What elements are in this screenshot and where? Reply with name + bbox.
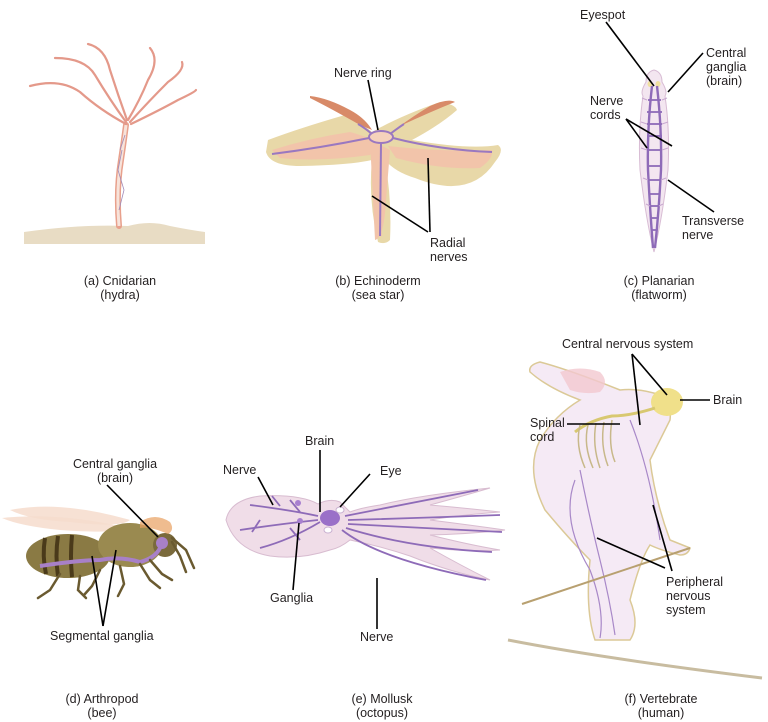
caption-f: (f) Vertebrate (human) xyxy=(581,692,741,720)
caption-line: (b) Echinoderm xyxy=(335,274,421,288)
label-nerve-octopus-upper: Nerve xyxy=(223,463,257,477)
label-line: (brain) xyxy=(706,74,743,88)
hydra-illustration xyxy=(24,42,205,244)
label-peripheral-nervous-system: Peripheral nervous system xyxy=(666,575,723,617)
label-line: Nerve xyxy=(590,94,624,108)
caption-d: (d) Arthropod (bee) xyxy=(22,692,182,720)
caption-line: (e) Mollusk xyxy=(351,692,413,706)
caption-line: (a) Cnidarian xyxy=(83,274,157,288)
caption-b: (b) Echinoderm (sea star) xyxy=(298,274,458,302)
label-central-nervous-system: Central nervous system xyxy=(562,337,694,351)
label-line: Transverse xyxy=(682,214,745,228)
label-line: Spinal xyxy=(530,416,565,430)
label-line: ganglia xyxy=(706,60,747,74)
label-line: cords xyxy=(590,108,621,122)
caption-line: (sea star) xyxy=(351,288,405,302)
label-nerve-ring: Nerve ring xyxy=(334,66,392,80)
label-radial-nerves-line1: Radial xyxy=(430,236,466,250)
label-line: nervous xyxy=(666,589,711,603)
bee-illustration xyxy=(2,506,196,600)
label-nerve-octopus-lower: Nerve xyxy=(360,630,394,644)
caption-line: (f) Vertebrate xyxy=(624,692,698,706)
label-nerve-cords: Nerve cords xyxy=(590,94,623,122)
caption-line: (hydra) xyxy=(100,288,140,302)
label-brain-octopus: Brain xyxy=(305,434,335,448)
caption-line: (human) xyxy=(637,706,685,720)
caption-a: (a) Cnidarian (hydra) xyxy=(40,274,200,302)
label-radial-nerves-line2: nerves xyxy=(430,250,468,264)
caption-line: (d) Arthropod xyxy=(65,692,139,706)
skier-illustration xyxy=(507,361,763,680)
label-brain-human: Brain xyxy=(713,393,743,407)
label-segmental-ganglia: Segmental ganglia xyxy=(50,629,154,643)
label-ganglia-octopus: Ganglia xyxy=(270,591,314,605)
label-transverse-nerve: Transverse nerve xyxy=(682,214,744,242)
label-line: Peripheral xyxy=(666,575,723,589)
label-spinal-cord: Spinal cord xyxy=(530,416,565,444)
caption-line: (flatworm) xyxy=(631,288,687,302)
label-line: Central ganglia xyxy=(72,457,158,471)
label-central-ganglia-bee: Central ganglia (brain) xyxy=(60,457,170,485)
sea-star-illustration xyxy=(266,96,501,244)
caption-line: (c) Planarian xyxy=(623,274,695,288)
caption-c: (c) Planarian (flatworm) xyxy=(579,274,739,302)
label-line: nerve xyxy=(682,228,714,242)
planarian-illustration xyxy=(638,69,670,253)
label-line: Central xyxy=(706,46,747,60)
octopus-illustration xyxy=(225,487,506,581)
caption-line: (octopus) xyxy=(355,706,409,720)
caption-line: (bee) xyxy=(87,706,117,720)
label-eyespot: Eyespot xyxy=(580,8,626,22)
label-radial-nerves: Radial nerves xyxy=(430,236,468,264)
label-line: (brain) xyxy=(96,471,134,485)
label-line: system xyxy=(666,603,706,617)
label-eye-octopus: Eye xyxy=(380,464,402,478)
caption-e: (e) Mollusk (octopus) xyxy=(302,692,462,720)
leader-lines xyxy=(91,21,715,629)
label-line: cord xyxy=(530,430,555,444)
label-central-ganglia-planarian: Central ganglia (brain) xyxy=(706,46,746,88)
